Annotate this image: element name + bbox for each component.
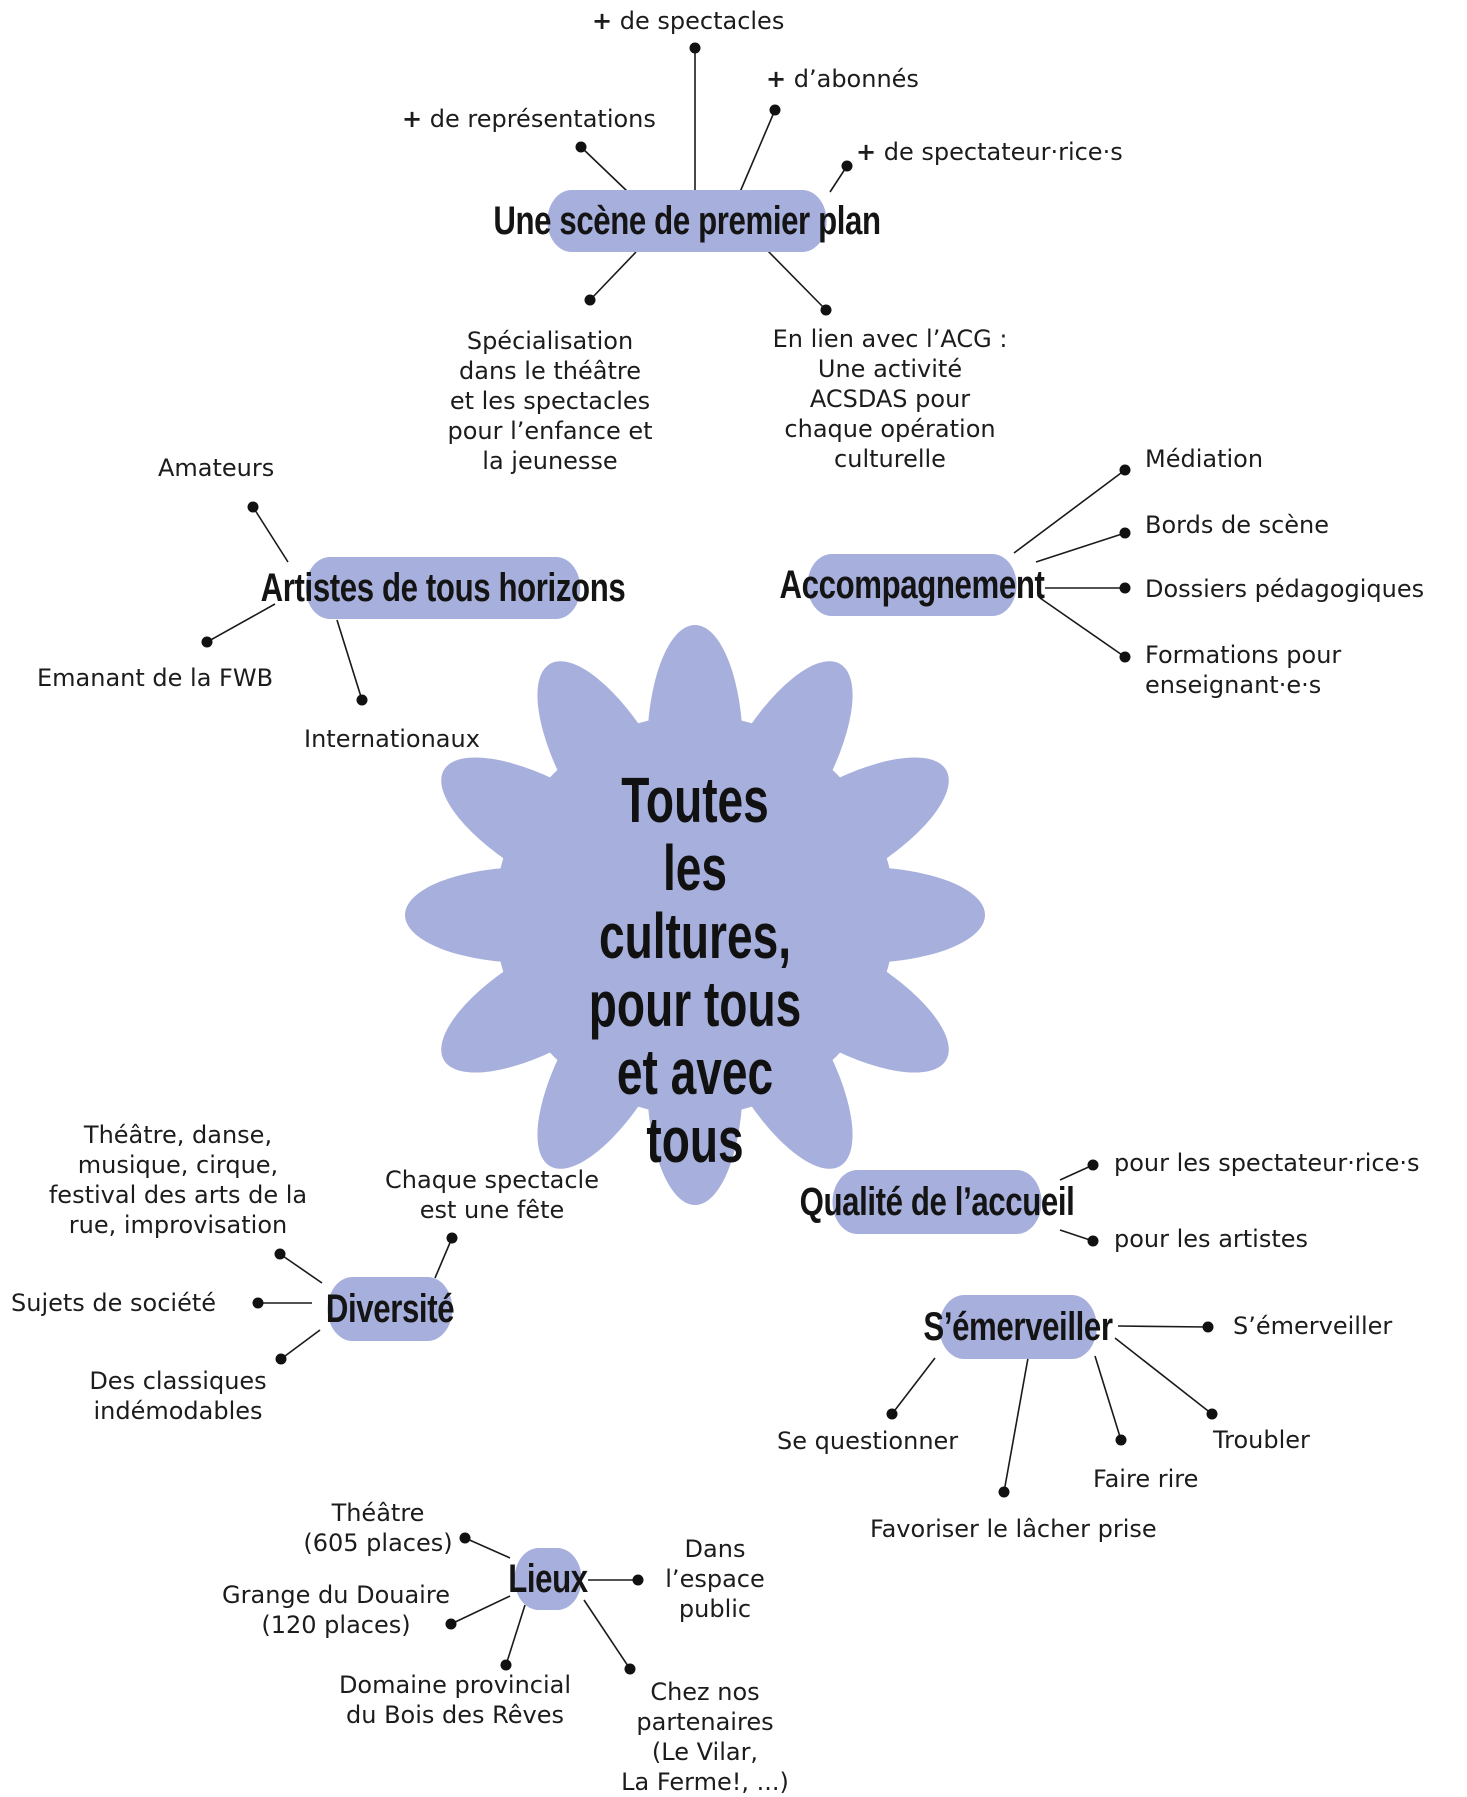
label-classiques: Des classiques indémodables <box>89 1367 267 1425</box>
label-mediation: Médiation <box>1145 445 1264 473</box>
label-lien-acg: En lien avec l’ACG : Une activité ACSDAS… <box>772 325 1008 473</box>
center-title-line: cultures, <box>598 900 792 972</box>
label-theatre: Théâtre (605 places) <box>303 1499 453 1557</box>
node-accueil: Qualité de l’accueil <box>800 1170 1075 1234</box>
node-emerveiller: S’émerveiller <box>923 1295 1113 1359</box>
label-societe: Sujets de société <box>11 1289 217 1317</box>
label-genres: Théâtre, danse, musique, cirque, festiva… <box>48 1121 308 1239</box>
label-plus-spectacles: + de spectacles <box>592 7 785 35</box>
node-accompagnement: Accompagnement <box>779 554 1045 616</box>
label-specialisation: Spécialisation dans le théâtre et les sp… <box>447 327 653 475</box>
center-title-line: Toutes les <box>621 764 769 904</box>
center-title-line: pour tous <box>588 968 802 1040</box>
label-troubler: Troubler <box>1213 1426 1310 1454</box>
node-lieux: Lieux <box>508 1548 588 1610</box>
label-partenaires: Chez nos partenaires (Le Vilar, La Ferme… <box>621 1678 789 1796</box>
node-artistes: Artistes de tous horizons <box>261 557 626 619</box>
label-dossiers: Dossiers pédagogiques <box>1145 575 1425 603</box>
label-bords-scene: Bords de scène <box>1145 511 1330 539</box>
center-title-line: et avec tous <box>616 1036 774 1176</box>
label-domaine: Domaine provincial du Bois des Rêves <box>338 1671 572 1729</box>
label-fete: Chaque spectacle est une fête <box>385 1166 599 1224</box>
node-diversite: Diversité <box>326 1277 455 1341</box>
label-amateurs: Amateurs <box>158 454 275 482</box>
connector-lines <box>206 48 1213 1670</box>
label-accueil-spectateurs: pour les spectateur·rice·s <box>1114 1149 1420 1177</box>
label-emanant-fwb: Emanant de la FWB <box>37 664 274 692</box>
label-espace-public: Dans l’espace public <box>665 1535 765 1623</box>
label-formations: Formations pour enseignant·e·s <box>1145 641 1342 699</box>
label-lacher-prise: Favoriser le lâcher prise <box>870 1515 1157 1543</box>
label-grange: Grange du Douaire (120 places) <box>222 1581 450 1639</box>
label-plus-abonnes: + d’abonnés <box>766 65 919 93</box>
label-faire-rire: Faire rire <box>1093 1465 1199 1493</box>
label-emerveiller: S’émerveiller <box>1233 1312 1393 1340</box>
flower-shape <box>405 625 985 1205</box>
label-internationaux: Internationaux <box>304 725 480 753</box>
label-accueil-artistes: pour les artistes <box>1114 1225 1309 1253</box>
label-questionner: Se questionner <box>777 1427 959 1455</box>
label-plus-representations: + de représentations <box>402 105 656 133</box>
connector-dots <box>201 42 1218 1675</box>
node-scene-premier-plan: Une scène de premier plan <box>493 190 881 252</box>
center-title: Toutes les cultures, pour tous et avec t… <box>583 766 806 1174</box>
label-plus-spectateurs: + de spectateur·rice·s <box>856 138 1123 166</box>
